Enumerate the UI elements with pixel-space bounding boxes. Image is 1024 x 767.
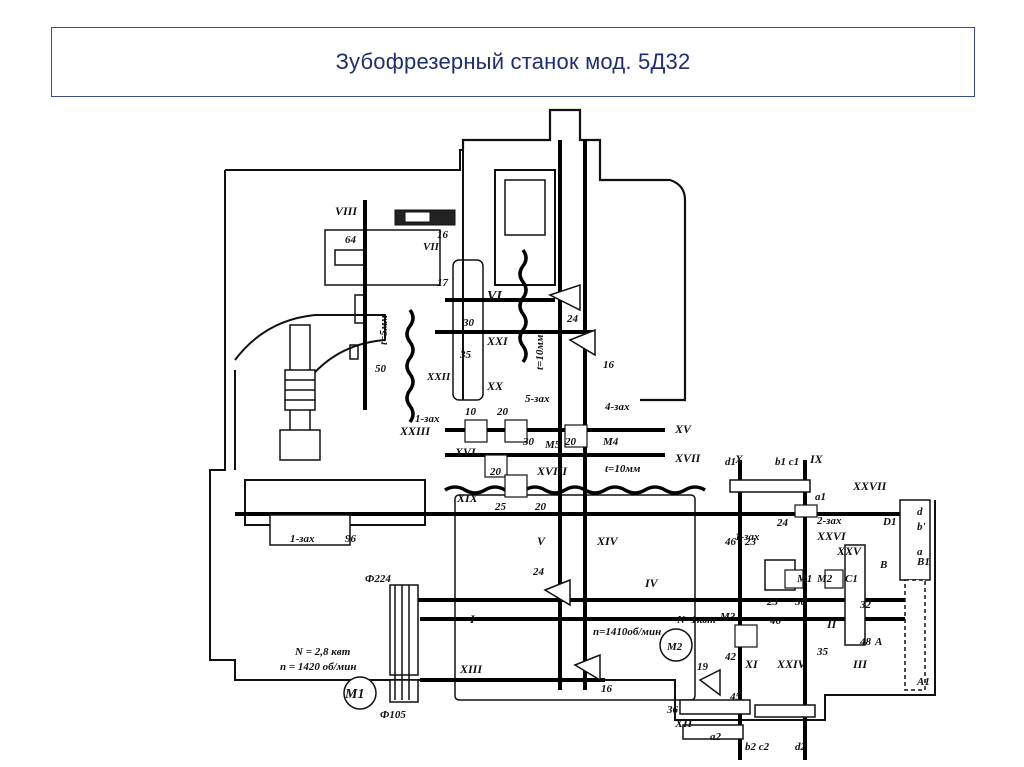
svg-text:VI: VI — [487, 289, 502, 304]
svg-text:30: 30 — [794, 596, 807, 608]
svg-text:XIV: XIV — [596, 534, 619, 548]
svg-text:96: 96 — [345, 533, 357, 545]
svg-text:IV: IV — [644, 576, 659, 590]
svg-text:10: 10 — [465, 406, 477, 418]
svg-text:XVI: XVI — [454, 445, 477, 459]
svg-text:XVIII: XVIII — [536, 464, 568, 478]
svg-text:4-зах: 4-зах — [604, 401, 630, 413]
svg-text:M5: M5 — [544, 439, 561, 451]
svg-text:d2: d2 — [795, 741, 807, 753]
svg-text:16: 16 — [603, 359, 615, 371]
svg-text:b2 c2: b2 c2 — [745, 741, 770, 753]
svg-text:M2: M2 — [816, 573, 833, 585]
svg-text:M3: M3 — [719, 611, 736, 623]
svg-text:2-зах: 2-зах — [816, 515, 842, 527]
scheme-drawing: VIII VII VI XXI XX XXII XXIII XVI XV XVI… — [209, 108, 936, 760]
svg-text:XXIII: XXIII — [399, 424, 431, 438]
svg-text:XIII: XIII — [459, 662, 483, 676]
kinematic-scheme: VIII VII VI XXI XX XXII XXIII XVI XV XVI… — [205, 100, 940, 767]
svg-text:20: 20 — [496, 406, 509, 418]
svg-text:35: 35 — [459, 349, 472, 361]
svg-text:19: 19 — [697, 661, 709, 673]
svg-text:46: 46 — [769, 615, 782, 627]
svg-text:t=10мм: t=10мм — [534, 334, 546, 370]
svg-text:d1: d1 — [725, 456, 736, 468]
svg-text:XII: XII — [674, 716, 694, 730]
svg-text:23: 23 — [744, 536, 757, 548]
svg-text:A: A — [874, 636, 882, 648]
svg-text:42: 42 — [724, 651, 737, 663]
svg-text:N = 2,8 квт: N = 2,8 квт — [294, 646, 351, 658]
svg-text:1-зах: 1-зах — [415, 413, 440, 425]
svg-text:n=1410об/мин: n=1410об/мин — [593, 626, 661, 638]
svg-text:1-зах: 1-зах — [735, 531, 760, 543]
svg-text:XIX: XIX — [456, 491, 479, 505]
svg-text:t=5мм: t=5мм — [378, 315, 390, 345]
svg-text:IX: IX — [809, 452, 824, 466]
svg-text:C1: C1 — [845, 573, 858, 585]
svg-text:b1 c1: b1 c1 — [775, 456, 799, 468]
svg-text:III: III — [852, 657, 868, 671]
svg-text:X: X — [734, 452, 744, 466]
svg-text:36: 36 — [666, 704, 679, 716]
svg-text:a1: a1 — [815, 491, 826, 503]
svg-text:B: B — [879, 559, 887, 571]
svg-text:Ф224: Ф224 — [365, 573, 391, 585]
svg-text:M1: M1 — [344, 687, 364, 702]
svg-text:32: 32 — [859, 599, 872, 611]
svg-text:b': b' — [917, 521, 926, 533]
svg-text:a: a — [917, 546, 923, 558]
svg-text:XXIV: XXIV — [776, 657, 807, 671]
svg-text:20: 20 — [489, 466, 502, 478]
svg-text:20: 20 — [534, 501, 547, 513]
svg-text:VII: VII — [423, 241, 440, 253]
svg-text:46: 46 — [724, 536, 737, 548]
svg-text:50: 50 — [375, 363, 387, 375]
svg-text:M2: M2 — [666, 641, 683, 653]
svg-text:VIII: VIII — [335, 204, 358, 218]
svg-text:23: 23 — [766, 596, 779, 608]
svg-text:A1: A1 — [916, 676, 930, 688]
svg-text:24: 24 — [776, 517, 789, 529]
svg-text:XX: XX — [486, 379, 504, 393]
svg-text:n = 1420 об/мин: n = 1420 об/мин — [280, 661, 356, 673]
svg-text:24: 24 — [566, 313, 579, 325]
svg-text:20: 20 — [564, 436, 577, 448]
svg-text:48: 48 — [859, 636, 872, 648]
svg-text:XI: XI — [744, 657, 759, 671]
svg-text:d: d — [917, 506, 923, 518]
svg-text:64: 64 — [345, 234, 357, 246]
svg-text:30: 30 — [522, 436, 535, 448]
svg-text:M4: M4 — [602, 436, 619, 448]
svg-text:II: II — [826, 617, 838, 631]
svg-text:17: 17 — [437, 277, 449, 289]
svg-text:XXV: XXV — [836, 544, 862, 558]
svg-text:XXI: XXI — [486, 334, 509, 348]
title-frame: Зубофрезерный станок мод. 5Д32 — [51, 27, 975, 97]
svg-text:16: 16 — [601, 683, 613, 695]
svg-text:XVII: XVII — [674, 451, 702, 465]
svg-text:N=1квт: N=1квт — [676, 614, 716, 626]
svg-text:25: 25 — [494, 501, 507, 513]
svg-text:24: 24 — [532, 566, 545, 578]
svg-text:45: 45 — [729, 691, 742, 703]
svg-text:XV: XV — [674, 422, 692, 436]
svg-text:35: 35 — [816, 646, 829, 658]
svg-text:XXVII: XXVII — [852, 479, 888, 493]
svg-text:t=10мм: t=10мм — [605, 463, 641, 475]
svg-text:1-зах: 1-зах — [290, 533, 315, 545]
svg-text:V: V — [537, 534, 546, 548]
svg-text:5-зах: 5-зах — [525, 393, 550, 405]
svg-text:M1: M1 — [796, 573, 812, 585]
svg-text:XXVI: XXVI — [816, 529, 847, 543]
svg-text:XXII: XXII — [426, 371, 451, 383]
svg-text:Ф105: Ф105 — [380, 709, 406, 721]
svg-text:16: 16 — [437, 229, 449, 241]
slide-title: Зубофрезерный станок мод. 5Д32 — [335, 49, 691, 74]
svg-text:a2: a2 — [710, 731, 722, 743]
svg-text:B1: B1 — [916, 556, 930, 568]
svg-text:D1: D1 — [882, 516, 896, 528]
svg-text:I: I — [469, 612, 476, 626]
svg-text:30: 30 — [462, 317, 475, 329]
